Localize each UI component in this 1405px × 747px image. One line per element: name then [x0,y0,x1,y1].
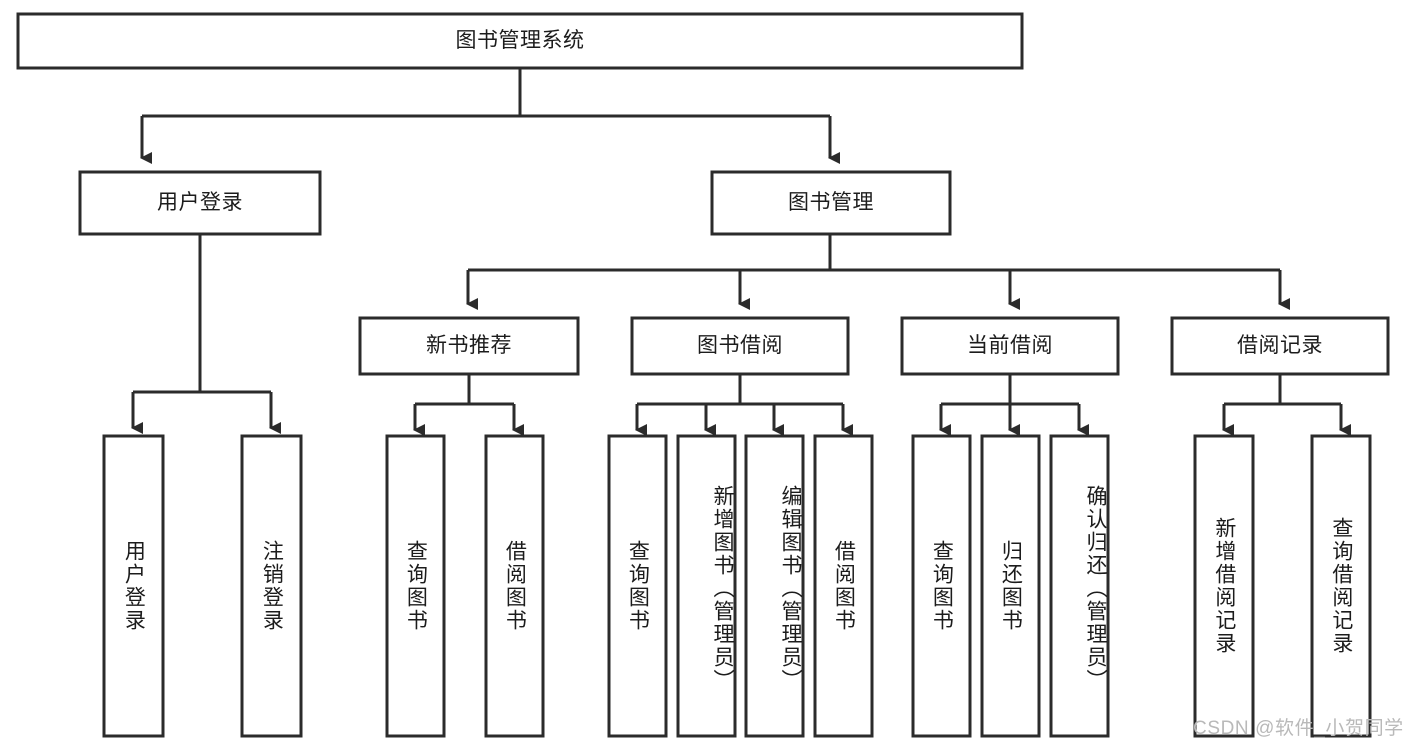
leaf-query-book-borrow[interactable] [609,436,666,736]
leaf-add-borrow-record[interactable] [1195,436,1253,736]
node-user-login[interactable] [80,172,320,234]
node-current-borrow[interactable] [902,318,1118,374]
node-root[interactable] [18,14,1022,68]
leaf-query-book-rec[interactable] [387,436,444,736]
leaf-borrow-book-rec[interactable] [486,436,543,736]
leaf-query-borrow-record[interactable] [1312,436,1370,736]
node-new-book-recommend[interactable] [360,318,578,374]
node-borrow-record[interactable] [1172,318,1388,374]
leaf-confirm-return-admin[interactable] [1051,436,1108,736]
leaf-logout[interactable] [242,436,301,736]
leaf-borrow-book[interactable] [815,436,872,736]
node-book-borrow[interactable] [632,318,848,374]
leaf-query-book-current[interactable] [913,436,970,736]
leaf-user-login[interactable] [104,436,163,736]
node-book-management[interactable] [712,172,950,234]
leaf-edit-book-admin[interactable] [746,436,803,736]
leaf-add-book-admin[interactable] [678,436,735,736]
leaf-return-book[interactable] [982,436,1039,736]
